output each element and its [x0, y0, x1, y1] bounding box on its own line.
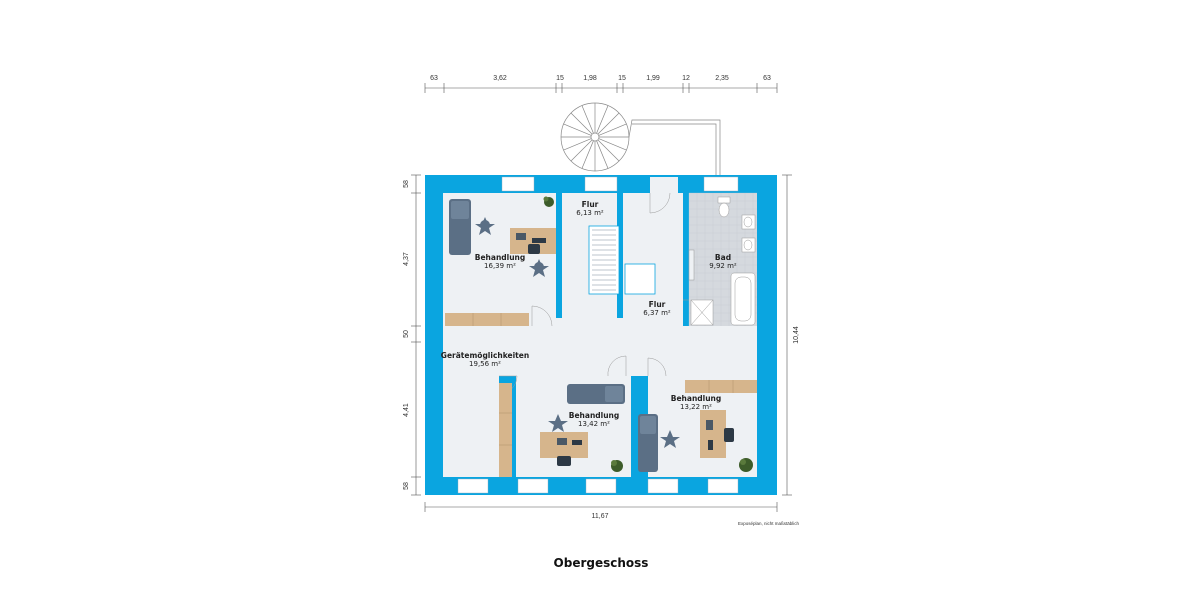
chair-icon	[528, 244, 540, 254]
room-name: Bad	[715, 253, 731, 262]
dim-top-7: 12	[682, 75, 690, 82]
treatment-bed-icon	[638, 414, 658, 472]
spiral-step	[597, 139, 620, 162]
bathtub-icon	[730, 272, 756, 326]
top-dimension-labels: 63 3,62 15 1,98 15 1,99 12 2,35 63	[430, 75, 771, 82]
dim-left-4: 4,41	[403, 403, 410, 417]
spiral-step	[596, 140, 609, 169]
room-area: 6,37 m²	[643, 309, 671, 317]
spiral-step	[581, 105, 594, 134]
room-name: Behandlung	[569, 411, 620, 420]
spiral-step	[598, 138, 627, 151]
room-label-geraete: Gerätemöglichkeiten 19,56 m²	[441, 351, 529, 368]
dim-top-6: 1,99	[646, 75, 660, 82]
dim-left-1: 58	[403, 180, 410, 188]
room-area: 13,42 m²	[578, 420, 610, 428]
stool-icon	[548, 414, 568, 432]
room-area: 16,39 m²	[484, 262, 516, 270]
dim-top-8: 2,35	[715, 75, 729, 82]
shelf-wood-2	[499, 383, 512, 477]
room-name: Behandlung	[671, 394, 722, 403]
spiral-step	[598, 123, 627, 136]
chair-icon	[724, 428, 734, 442]
room-label-behandlung-1: Behandlung 16,39 m²	[475, 253, 526, 270]
shelf-wood-3	[685, 380, 757, 393]
room-name: Flur	[649, 300, 666, 309]
plant-icon	[611, 460, 623, 472]
windows	[457, 176, 739, 494]
spiral-step	[581, 140, 594, 169]
dim-top-2: 3,62	[493, 75, 507, 82]
room-area: 19,56 m²	[469, 360, 501, 368]
left-dimension-line	[411, 174, 421, 496]
room-area: 13,22 m²	[680, 403, 712, 411]
plan-note: Exposéplan, nicht maßstäblich	[738, 521, 800, 526]
dim-top-3: 15	[556, 75, 564, 82]
room-label-flur-2: Flur 6,37 m²	[643, 300, 671, 317]
room-name: Flur	[582, 200, 599, 209]
stool-icon	[475, 217, 549, 277]
dim-left-3: 50	[403, 330, 410, 338]
room-area: 9,92 m²	[709, 262, 737, 270]
dim-left-5: 58	[403, 482, 410, 490]
treatment-bed-icon	[567, 384, 625, 404]
room-name: Gerätemöglichkeiten	[441, 351, 529, 360]
top-dimension-line	[424, 83, 778, 93]
toilet-icon	[717, 196, 731, 218]
shower-icon	[688, 249, 714, 326]
shelf-wood-1	[445, 313, 529, 326]
left-dimension-labels: 58 4,37 50 4,41 58	[403, 180, 410, 490]
dim-left-2: 4,37	[403, 252, 410, 266]
spiral-step	[596, 105, 609, 134]
chair-icon	[557, 456, 571, 466]
straight-staircase-icon	[588, 225, 656, 295]
stool-icon	[660, 430, 680, 448]
right-dimension-line	[782, 174, 792, 496]
door-swing-icon	[498, 192, 689, 395]
dim-top-4: 1,98	[583, 75, 597, 82]
room-label-flur-1: Flur 6,13 m²	[576, 200, 604, 217]
spiral-step	[570, 112, 593, 135]
floor-title: Obergeschoss	[554, 556, 649, 570]
dim-top-5: 15	[618, 75, 626, 82]
spiral-step	[563, 123, 592, 136]
plant-icon	[543, 196, 554, 207]
dim-right: 10,44	[793, 326, 800, 344]
treatment-bed-icon	[449, 199, 471, 255]
room-label-behandlung-3: Behandlung 13,22 m²	[671, 394, 722, 411]
dim-top-9: 63	[763, 75, 771, 82]
spiral-step	[597, 112, 620, 135]
plant-icon	[739, 458, 753, 472]
room-label-bad: Bad 9,92 m²	[709, 253, 737, 270]
spiral-staircase-icon	[560, 102, 721, 175]
desk-icon	[700, 410, 726, 458]
room-name: Behandlung	[475, 253, 526, 262]
room-floor-flur-2	[623, 193, 683, 326]
bottom-dimension-line	[424, 502, 778, 512]
desk-icon	[540, 432, 588, 458]
spiral-step	[563, 138, 592, 151]
room-area: 6,13 m²	[576, 209, 604, 217]
dim-bottom: 11,67	[592, 513, 609, 520]
sink-icon	[741, 214, 756, 253]
room-floor-geraete	[443, 326, 757, 376]
dim-top-1: 63	[430, 75, 438, 82]
room-label-behandlung-2: Behandlung 13,42 m²	[569, 411, 620, 428]
spiral-step	[570, 139, 593, 162]
